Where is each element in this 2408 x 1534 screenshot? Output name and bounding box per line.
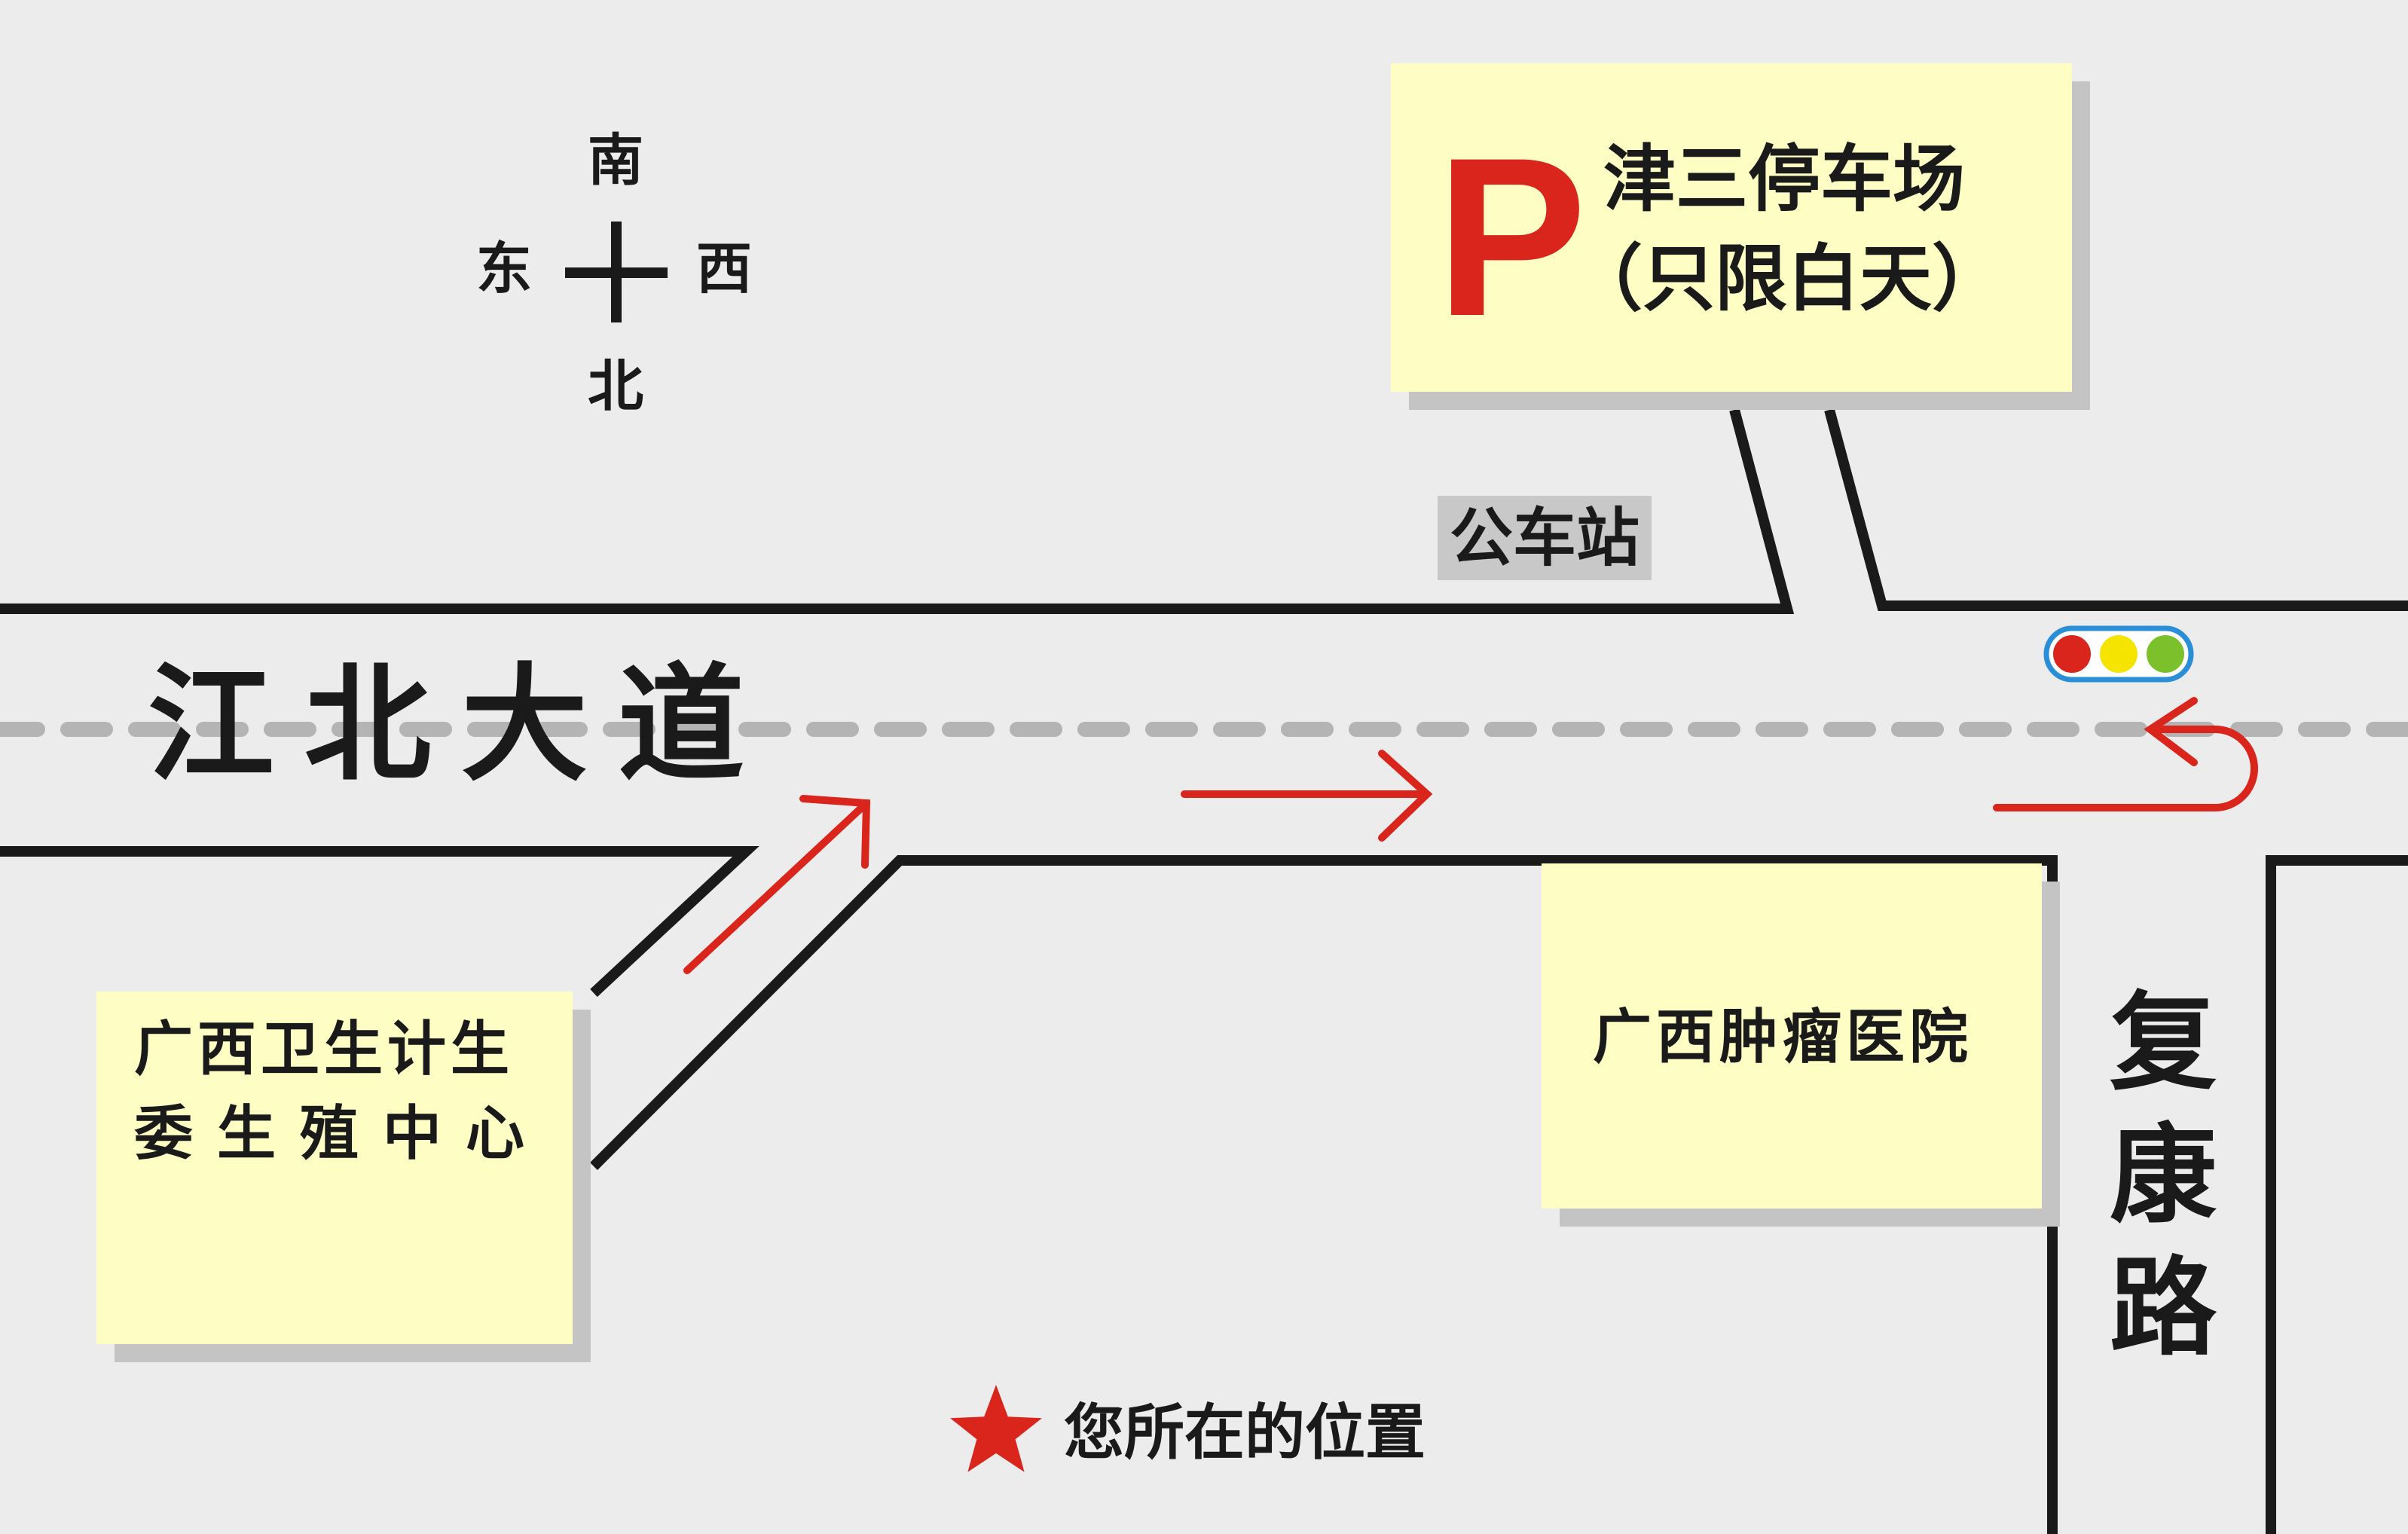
side-road-label: 复康路 [2091, 985, 2215, 1383]
parking-sign: P 津三停车场 （只限白天） [1391, 63, 2072, 392]
compass-east-label: 东 [476, 237, 532, 301]
road-edge-south-left [0, 846, 759, 998]
compass-west-label: 西 [696, 237, 752, 301]
compass-north-label: 北 [588, 354, 643, 419]
compass-south-label: 南 [588, 128, 643, 193]
compass-cross [565, 222, 668, 322]
road-edge-north-left [0, 408, 1795, 614]
road-edge-north-right [1824, 408, 2408, 611]
center-label-line1: 广西卫生计生 [134, 1016, 515, 1083]
traffic-lamp-green [2147, 635, 2184, 673]
route-arrow-diagonal [683, 795, 871, 974]
legend-star-icon [950, 1385, 1042, 1472]
parking-note: （只限白天） [1570, 237, 2004, 321]
traffic-lamp-yellow [2100, 635, 2138, 673]
main-road-label: 江北大道 [148, 651, 775, 799]
traffic-lamp-red [2053, 635, 2091, 673]
legend-label: 您所在的位置 [1064, 1398, 1426, 1468]
route-arrow-east [1181, 750, 1433, 842]
road-edge-south-middle [590, 855, 2058, 1534]
bus-stop-label: 公车站 [1438, 496, 1652, 580]
center-label-line2: 委生殖中心 [134, 1100, 549, 1168]
hospital-box: 广西肿瘤医院 [1542, 863, 2042, 1209]
center-box: 广西卫生计生 委生殖中心 [96, 992, 573, 1344]
traffic-lamps [2053, 635, 2184, 673]
parking-name: 津三停车场 [1603, 137, 1965, 222]
road-edge-south-right [2266, 855, 2408, 1534]
u-turn-arrow [1993, 697, 2258, 811]
parking-p-icon: P [1436, 110, 1588, 363]
hospital-label: 广西肿瘤医院 [1593, 1004, 1973, 1071]
